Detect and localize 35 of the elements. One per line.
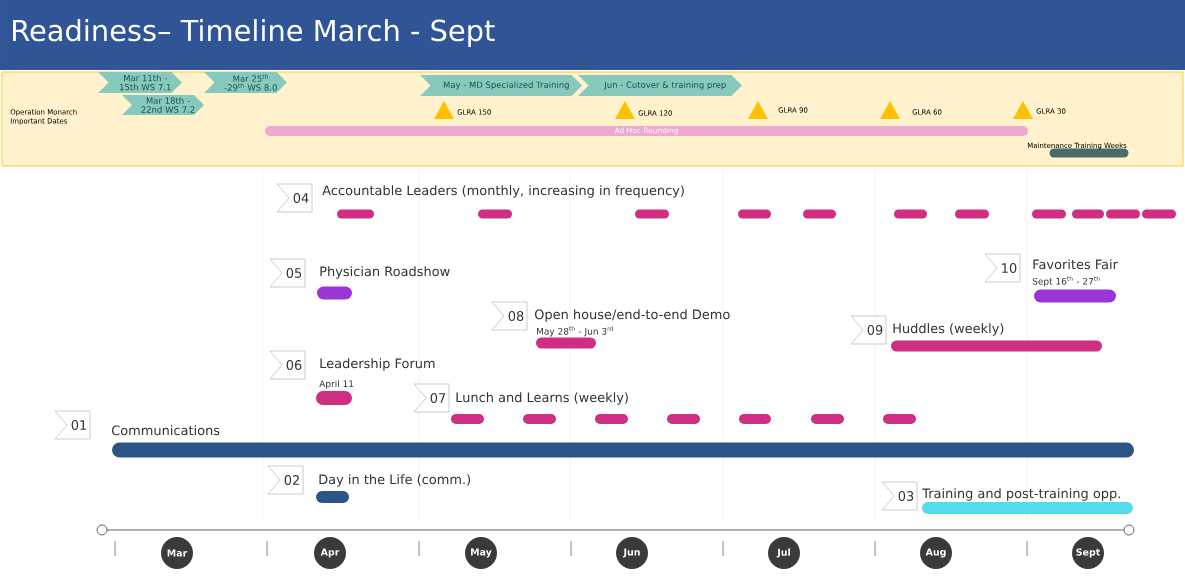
milestone-title: Physician Roadshow xyxy=(320,266,450,279)
number-flag: 04 xyxy=(276,183,313,213)
date-banner: Mar 11th - 15th WS 7.1 xyxy=(98,72,182,93)
number-flag: 07 xyxy=(413,383,450,413)
date-range: Sept 16$^{th}$ - 27$^{th}$ xyxy=(1032,276,1100,287)
number-flag: 05 xyxy=(269,258,306,288)
milestone-title: Huddles (weekly) xyxy=(893,323,1004,336)
title-banner: Readiness– Timeline March - Sept xyxy=(0,0,1185,70)
milestone-title: Training and post-training opp. xyxy=(922,488,1120,501)
date-banner: May - MD Specialized Training xyxy=(420,75,582,96)
milestone-title: Communications xyxy=(111,425,220,436)
milestone-triangle xyxy=(748,101,768,119)
milestone-triangle xyxy=(434,101,454,119)
date-range: April 11 xyxy=(319,380,354,389)
date-banner: Mar 25$^{th}$ -29$^{th}$ WS 8.0 xyxy=(204,72,287,93)
milestone-triangle xyxy=(1013,101,1033,119)
date-range: May 28$^{th}$ - Jun 3$^{rd}$ xyxy=(537,326,613,337)
milestone-triangle xyxy=(615,101,635,119)
number-flag: 10 xyxy=(984,253,1021,283)
number-flag: 08 xyxy=(491,301,528,331)
date-banner: Jun - Cutover & training prep xyxy=(578,75,742,96)
number-flag: 01 xyxy=(54,410,91,440)
milestone-title: Favorites Fair xyxy=(1033,259,1118,270)
milestone-title: Accountable Leaders (monthly, increasing in frequency) xyxy=(322,185,684,198)
number-flag: 09 xyxy=(850,315,887,345)
number-flag: 02 xyxy=(267,465,304,495)
milestone-title: Day in the Life (comm.) xyxy=(319,474,471,487)
node-label: Mar 11th - 15th WS 7.1 xyxy=(120,74,171,91)
number-flag: 03 xyxy=(881,481,918,511)
milestone-title: Open house/end-to-end Demo xyxy=(534,309,730,322)
milestone-triangle xyxy=(880,101,900,119)
node-label: Mar 18th - 22nd WS 7.2 xyxy=(141,97,195,113)
milestone-title: Leadership Forum xyxy=(320,358,435,371)
milestone-title: Lunch and Learns (weekly) xyxy=(456,392,628,405)
number-flag: 06 xyxy=(269,350,306,380)
